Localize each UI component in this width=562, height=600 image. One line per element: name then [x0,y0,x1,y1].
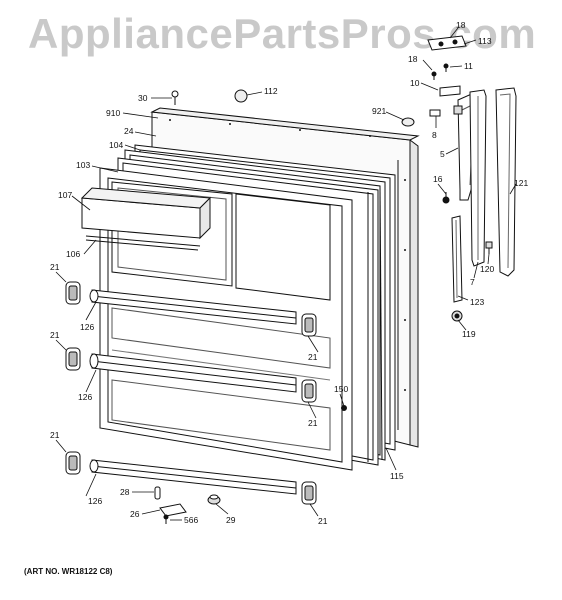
callout-label: 107 [58,190,72,200]
handle-trim-123 [451,215,463,303]
callout-label: 112 [264,86,278,96]
callout-label: 150 [334,384,348,394]
screws-119-120 [451,241,493,322]
watermark-text: AppliancePartsPros.com [28,10,537,57]
door-shelf-bar-1 [89,289,297,325]
door-liner [99,167,353,471]
callout-label: 910 [106,108,120,118]
callout-label: 24 [124,126,134,136]
handle-trim-121 [495,87,517,277]
callout-label: 21 [318,516,328,526]
door-shelf-bar-2 [89,353,297,393]
callout-label: 21 [308,418,318,428]
callout-label: 921 [372,106,386,116]
callout-label: 5 [440,149,445,159]
handle-trim-7 [469,89,487,267]
callout-label: 104 [109,140,123,150]
shelf-end-caps [65,281,317,505]
callout-label: 11 [464,61,473,71]
callout-label: 113 [478,36,492,46]
callout-label: 21 [50,330,60,340]
callout-label: 120 [480,264,494,274]
hinge-assembly [427,35,467,117]
callout-label: 8 [432,130,437,140]
leader-lines [55,27,517,521]
callout-label: 18 [456,20,466,30]
callout-label: 103 [76,160,90,170]
callout-labels: 18 113 18 11 10 921 8 5 16 121 120 7 123… [50,20,528,526]
callout-label: 566 [184,515,198,525]
callout-label: 10 [410,78,420,88]
callout-label: 29 [226,515,236,525]
bottom-small-parts [154,486,221,524]
door-shelf-bar-3 [89,459,297,495]
callout-label: 16 [433,174,443,184]
dairy-door [80,187,212,251]
callout-label: 18 [408,54,418,64]
top-small-parts [171,89,415,127]
callout-label: 123 [470,297,484,307]
callout-label: 126 [80,322,94,332]
callout-label: 119 [462,329,476,339]
screw-150 [341,405,347,411]
callout-label: 106 [66,249,80,259]
callout-label: 21 [308,352,318,362]
callout-label: 115 [390,471,404,481]
callout-label: 21 [50,430,60,440]
callout-label: 121 [514,178,528,188]
callout-label: 30 [138,93,148,103]
callout-label: 126 [88,496,102,506]
callout-label: 7 [470,277,475,287]
callout-label: 126 [78,392,92,402]
callout-label: 28 [120,487,130,497]
callout-label: 26 [130,509,140,519]
callout-label: 21 [50,262,60,272]
art-number-caption: (ART NO. WR18122 C8) [24,567,113,576]
